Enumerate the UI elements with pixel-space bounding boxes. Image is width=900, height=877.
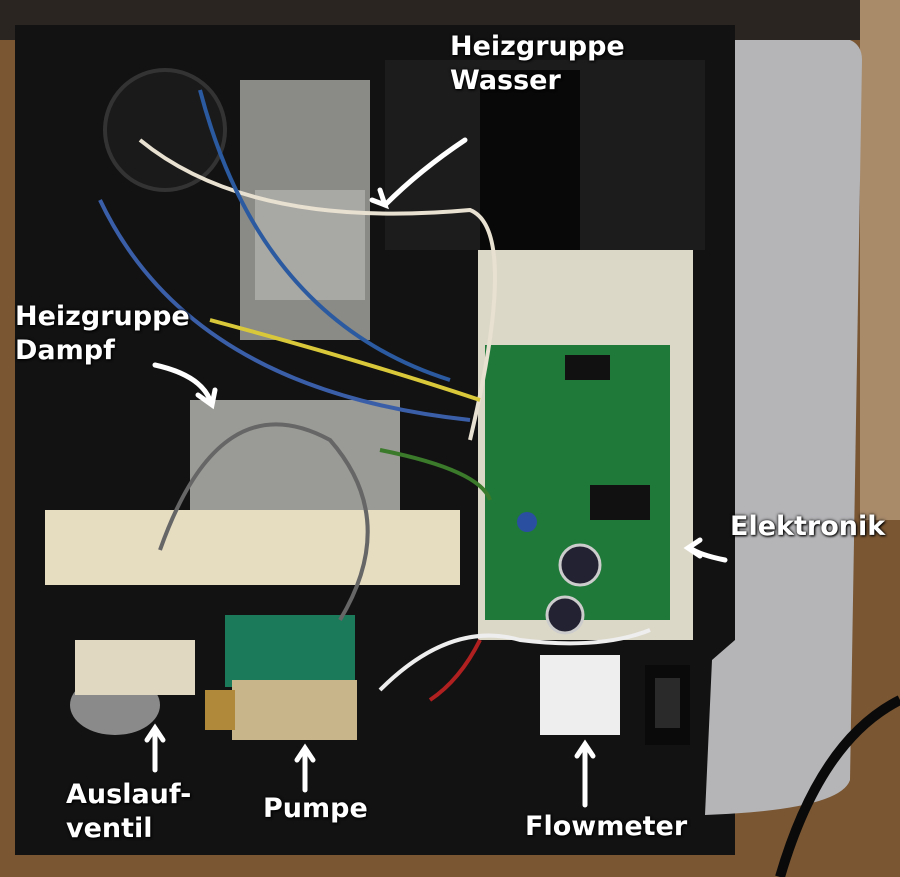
wall-right (860, 0, 900, 520)
label-elektronik: Elektronik (730, 511, 886, 542)
label-auslaufventil: Auslauf-ventil (66, 778, 191, 846)
pump-coil (225, 615, 355, 687)
tank-cylinder (480, 70, 580, 260)
heizgruppe-dampf-block (190, 400, 400, 520)
pump-label (232, 680, 357, 740)
brew-unit-bar (45, 510, 460, 585)
label-line: Heizgruppe (450, 31, 625, 62)
pump-fitting (205, 690, 235, 730)
label-line: Dampf (15, 335, 115, 366)
annotation-arrows (144, 137, 728, 808)
arrow-heizgruppe-wasser (382, 137, 468, 208)
label-line: Wasser (450, 65, 561, 96)
flowmeter-body (540, 655, 620, 735)
power-switch-rocker (655, 678, 680, 728)
capacitor (545, 595, 585, 635)
label-line: Auslauf- (66, 779, 192, 810)
thermostat-socket (103, 68, 227, 192)
capacitor-blue (517, 512, 537, 532)
label-line: ventil (66, 813, 153, 844)
valve-fitting (75, 640, 195, 695)
relay (590, 485, 650, 520)
label-pumpe: Pumpe (263, 793, 368, 824)
wires (98, 89, 900, 877)
label-line: Heizgruppe (15, 301, 190, 332)
arrow-heizgruppe-dampf (152, 362, 213, 403)
label-flowmeter: Flowmeter (525, 811, 688, 842)
silver-side-panel (705, 40, 862, 815)
relay (565, 355, 610, 380)
capacitor (558, 543, 602, 587)
